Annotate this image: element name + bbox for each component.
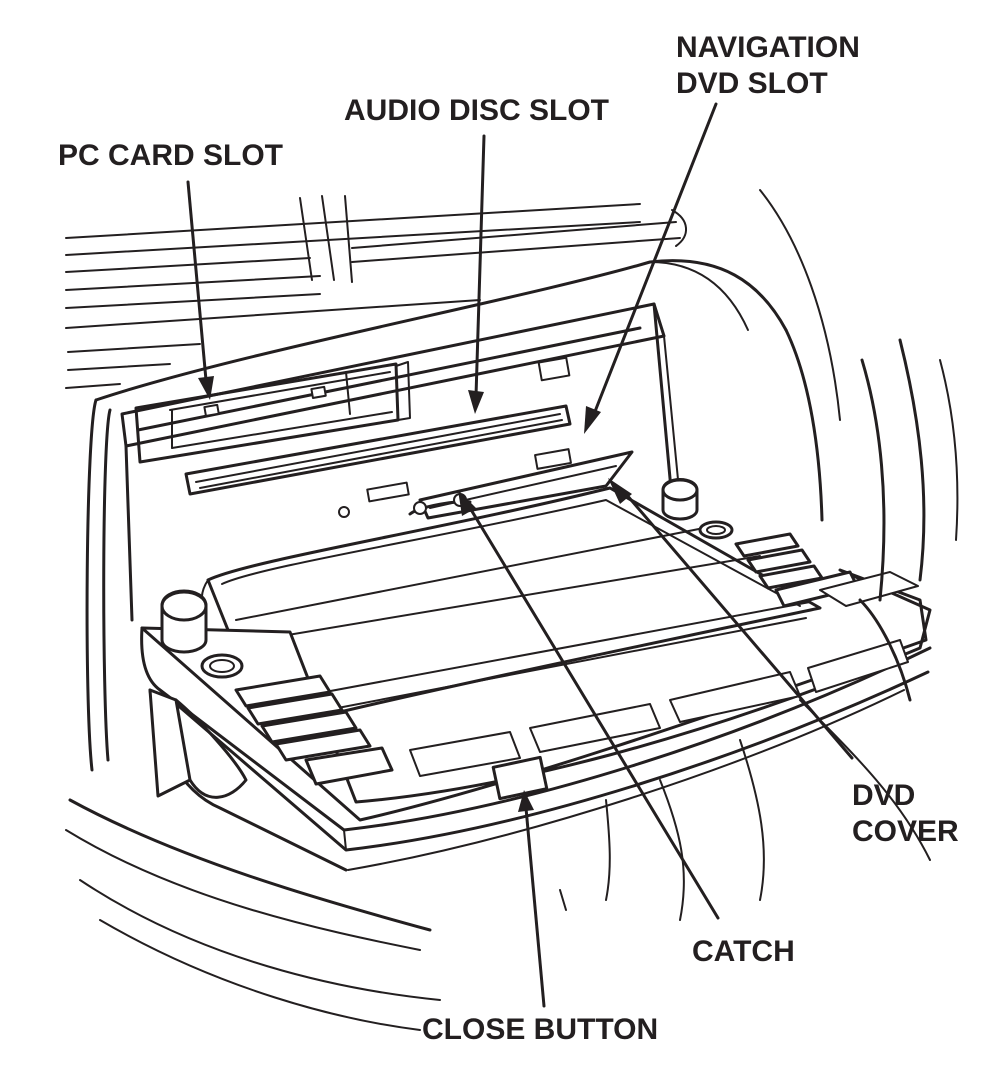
leader-navigation-dvd-slot	[592, 102, 718, 416]
leader-pc-card-slot	[186, 180, 208, 382]
catch-left-hinge	[413, 501, 427, 515]
label-close-button: CLOSE BUTTON	[422, 1013, 659, 1046]
leader-close-button	[524, 806, 546, 1008]
pc-card-slot-indicator	[203, 403, 220, 417]
display-face-panel	[200, 486, 822, 732]
leader-audio-disc-slot	[474, 134, 486, 398]
label-navigation-dvd-slot: NAVIGATION DVD SLOT	[676, 30, 860, 102]
label-navigation-dvd-slot-line-2: DVD SLOT	[676, 67, 828, 100]
leader-catch	[468, 506, 720, 920]
label-navigation-dvd-slot-line-1: NAVIGATION	[676, 31, 860, 64]
label-audio-disc-slot: AUDIO DISC SLOT	[344, 94, 610, 127]
audio-disc-slot	[184, 404, 572, 518]
label-dvd-cover-line-2: COVER	[852, 815, 959, 848]
label-pc-card-slot: PC CARD SLOT	[58, 139, 283, 172]
pc-card-slot-module	[134, 356, 571, 464]
callout-leaders	[186, 102, 854, 1008]
leader-dvd-cover	[624, 492, 854, 760]
front-bezel	[140, 478, 932, 872]
label-dvd-cover: DVD COVER	[852, 778, 959, 850]
label-catch: CATCH	[692, 935, 795, 968]
console-lines	[65, 189, 959, 1031]
label-dvd-cover-line-1: DVD	[852, 779, 916, 812]
dashboard-background-lines	[65, 195, 687, 389]
